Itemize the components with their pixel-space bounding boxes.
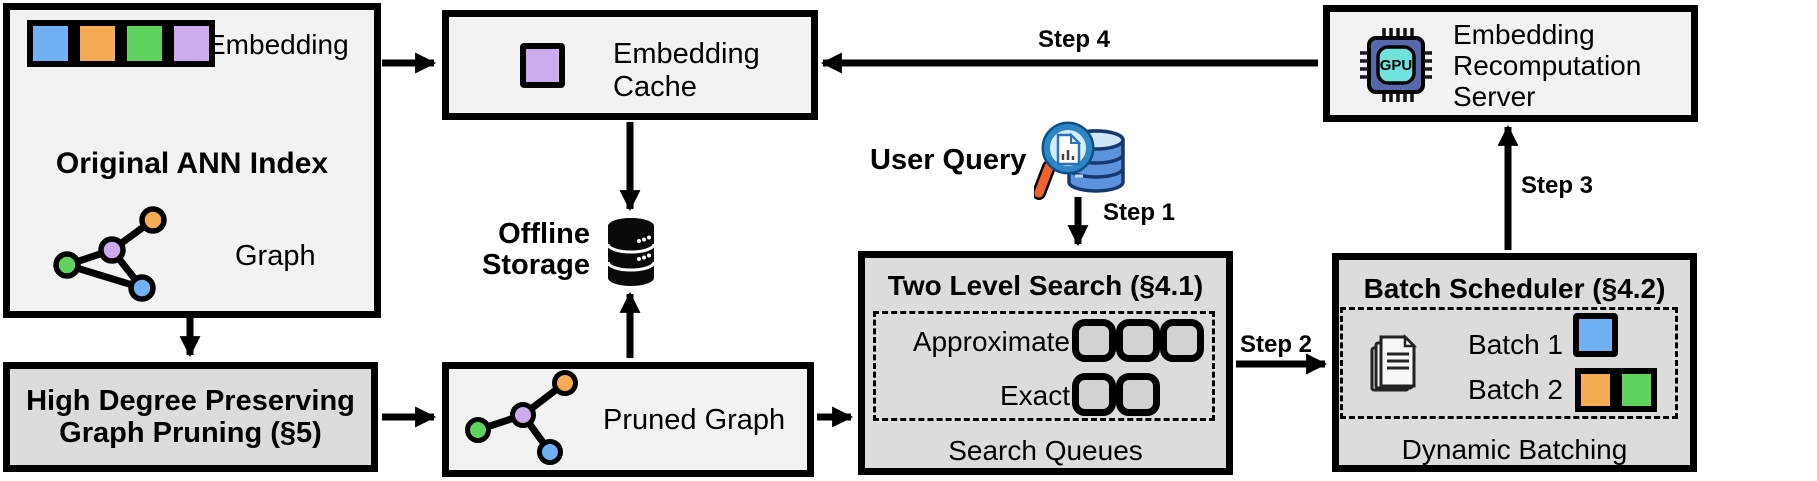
embedding-vector-icon [27,20,215,67]
embedding-label: Embedding [207,29,349,60]
search-queues-dashed-panel: Approximate Exact [873,311,1215,421]
graph-label: Graph [235,240,316,272]
graph-pruning-label: High Degree Preserving Graph Pruning (§5… [26,385,355,449]
batch-square-icon [1573,313,1618,357]
pruned-graph-box: Pruned Graph [442,362,814,477]
exact-queue [1072,373,1160,416]
batch-square-icon [1575,368,1616,412]
user-query-search-db-icon [1034,121,1125,200]
step4-label: Step 4 [1038,26,1111,53]
dynamic-batching-footer: Dynamic Batching [1401,434,1628,465]
two-level-search-title: Two Level Search (§4.1) [887,270,1204,301]
step1-label: Step 1 [1103,199,1176,226]
batch-square-icon [1616,368,1657,412]
search-queue-slot-icon [1160,319,1204,362]
gpu-chip-text: GPU [1380,57,1413,74]
embedding-cache-box: Embedding Cache [442,10,818,120]
embedding-cell-orange [74,20,121,67]
embedding-cache-label: Embedding Cache [613,38,760,103]
approximate-queue [1072,319,1204,362]
embedding-cell-green [121,20,168,67]
offline-storage-db-icon [606,218,656,286]
two-level-search-box: Two Level Search (§4.1) Approximate Exac… [858,251,1233,475]
step2-label: Step 2 [1240,331,1313,358]
embedding-cell-blue [27,20,74,67]
exact-label: Exact [999,380,1070,411]
approximate-label: Approximate [912,326,1070,357]
search-queue-slot-icon [1072,373,1116,416]
graph-icon [53,206,167,302]
recomputation-server-box: GPU Embedding Recomputation Server [1323,5,1698,122]
documents-icon [1370,333,1418,392]
graph-pruning-box: High Degree Preserving Graph Pruning (§5… [3,362,378,472]
dynamic-batching-dashed-panel: Batch 1 Batch 2 [1340,307,1678,419]
original-ann-index-box: Embedding Original ANN Index Graph [3,3,381,318]
search-queues-footer: Search Queues [948,435,1143,466]
batch1-label: Batch 1 [1468,329,1563,360]
batch-scheduler-title: Batch Scheduler (§4.2) [1363,273,1666,304]
search-queue-slot-icon [1072,319,1116,362]
batch2-strip [1575,368,1657,412]
pruned-graph-icon [465,370,578,465]
gpu-chip-icon: GPU [1360,28,1432,102]
ann-index-title: Original ANN Index [55,147,329,180]
step3-label: Step 3 [1521,172,1594,199]
offline-storage-label: Offline Storage [482,218,590,281]
batch2-label: Batch 2 [1468,374,1563,405]
user-query-label: User Query [870,144,1027,176]
cached-embedding-icon [520,43,565,88]
recomputation-server-label: Embedding Recomputation Server [1453,19,1642,112]
batch-scheduler-box: Batch Scheduler (§4.2) Batch 1 Batch 2 [1332,253,1697,472]
embedding-cell-purple [168,20,215,67]
search-queue-slot-icon [1116,319,1160,362]
search-queue-slot-icon [1116,373,1160,416]
pruned-graph-label: Pruned Graph [603,404,786,436]
